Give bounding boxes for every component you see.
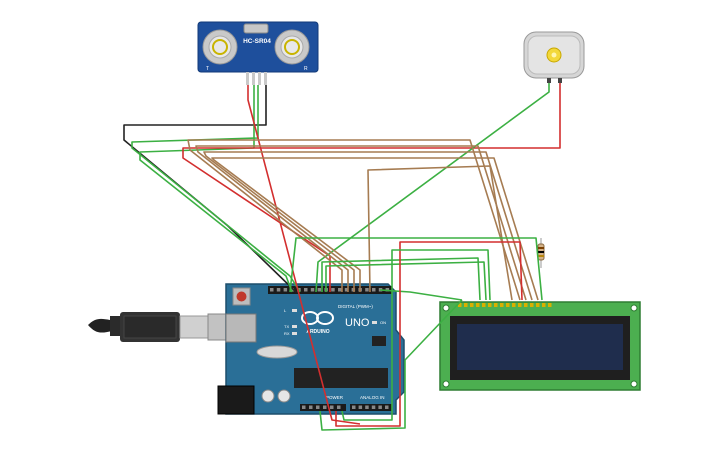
digital-label: DIGITAL (PWM~) xyxy=(338,304,373,309)
digital-pin[interactable] xyxy=(304,288,308,292)
power-pin[interactable] xyxy=(330,405,334,410)
lcd-pin[interactable] xyxy=(482,303,486,307)
capacitor-1 xyxy=(261,389,275,403)
arduino-model: UNO xyxy=(345,317,370,329)
digital-pin[interactable] xyxy=(276,288,281,292)
arduino-logo-icon xyxy=(301,311,334,325)
wire-red-lcd xyxy=(335,241,523,427)
wire-green-sensor-1 xyxy=(131,85,301,293)
lcd-pin[interactable] xyxy=(458,303,462,307)
on-label: ON xyxy=(380,320,386,325)
wire-green-motor xyxy=(315,83,550,293)
lcd-pin[interactable] xyxy=(530,303,534,307)
wire-brown-2 xyxy=(195,145,527,301)
wires xyxy=(123,83,561,431)
analog-pin[interactable] xyxy=(378,405,382,410)
lcd-pin[interactable] xyxy=(488,303,492,307)
power-pin[interactable] xyxy=(302,405,306,410)
analog-label: ANALOG IN xyxy=(360,395,385,400)
sensor-pin[interactable] xyxy=(264,72,267,85)
lcd-pin[interactable] xyxy=(518,303,522,307)
ultrasonic-sensor[interactable]: HC-SR04 T R xyxy=(197,21,319,85)
sensor-pin[interactable] xyxy=(258,72,261,85)
analog-pin[interactable] xyxy=(358,405,363,410)
lcd-pin[interactable] xyxy=(470,303,474,307)
resistor[interactable] xyxy=(537,238,545,268)
arduino-brand: ARDUINO xyxy=(306,329,329,335)
lcd-pin[interactable] xyxy=(494,303,498,307)
wire-brown-5 xyxy=(367,165,513,301)
capacitor-2 xyxy=(277,389,291,403)
power-pin[interactable] xyxy=(309,405,313,410)
digital-pin[interactable] xyxy=(338,288,342,292)
lcd-pin[interactable] xyxy=(548,303,552,307)
lcd-pin[interactable] xyxy=(476,303,480,307)
wire-green-lcd-2 xyxy=(325,261,487,301)
lcd-pin[interactable] xyxy=(536,303,540,307)
sensor-pin[interactable] xyxy=(252,72,255,85)
analog-pin[interactable] xyxy=(385,405,389,410)
digital-pin[interactable] xyxy=(310,288,315,292)
power-pin[interactable] xyxy=(337,405,341,410)
power-pin[interactable] xyxy=(323,405,327,410)
digital-pin[interactable] xyxy=(344,288,349,292)
lcd-screen xyxy=(457,324,623,370)
lcd-pin[interactable] xyxy=(542,303,546,307)
power-label: POWER xyxy=(326,395,344,400)
digital-pin[interactable] xyxy=(270,288,274,292)
sensor-pin[interactable] xyxy=(246,72,249,85)
analog-pin[interactable] xyxy=(365,405,369,410)
analog-header xyxy=(350,404,392,411)
wire-black-gnd xyxy=(123,85,297,293)
lcd-pin[interactable] xyxy=(524,303,528,307)
icsp-header xyxy=(372,336,386,346)
wire-green-lcd-3 xyxy=(289,237,543,301)
arduino-uno[interactable]: ARDUINO UNO DIGITAL (PWM~) POWER ANALOG … xyxy=(217,283,405,415)
usb-jack xyxy=(225,313,257,343)
wire-green-lcd-4 xyxy=(379,289,463,301)
crystal xyxy=(256,345,298,359)
reset-button-cap[interactable] xyxy=(236,291,247,302)
lcd-pin[interactable] xyxy=(506,303,510,307)
lcd-pin[interactable] xyxy=(500,303,504,307)
rx-label: RX xyxy=(284,331,290,336)
lcd-pin[interactable] xyxy=(464,303,468,307)
wire-green-lcd-5 xyxy=(341,249,491,421)
wire-green-gnd-bottom xyxy=(319,299,463,431)
digital-pin[interactable] xyxy=(317,288,322,292)
wire-red-vcc xyxy=(247,85,361,425)
wire-brown-4 xyxy=(211,157,539,301)
sensor-model: HC-SR04 xyxy=(243,38,271,45)
digital-pin[interactable] xyxy=(290,288,294,292)
power-jack xyxy=(217,385,255,415)
lcd-pin[interactable] xyxy=(512,303,516,307)
sensor-left-mark: T xyxy=(206,66,209,72)
lcd-16x2[interactable] xyxy=(439,301,641,391)
digital-pin[interactable] xyxy=(365,288,369,292)
analog-pin[interactable] xyxy=(352,405,356,410)
motor-terminal-2[interactable] xyxy=(558,78,562,83)
dc-motor[interactable] xyxy=(523,31,585,83)
tx-label: TX xyxy=(284,324,289,329)
digital-pin[interactable] xyxy=(372,288,376,292)
motor-terminal-1[interactable] xyxy=(547,78,551,83)
digital-pin[interactable] xyxy=(283,288,288,292)
sensor-crystal xyxy=(243,23,269,34)
mcu-chip xyxy=(294,368,388,388)
digital-pin[interactable] xyxy=(331,288,335,292)
wire-green-sensor-2 xyxy=(139,85,293,293)
sensor-right-mark: R xyxy=(304,66,308,72)
usb-cable[interactable] xyxy=(88,312,235,342)
l-label: L xyxy=(284,308,287,313)
power-pin[interactable] xyxy=(316,405,320,410)
analog-pin[interactable] xyxy=(371,405,376,410)
wire-brown-3 xyxy=(203,151,533,301)
